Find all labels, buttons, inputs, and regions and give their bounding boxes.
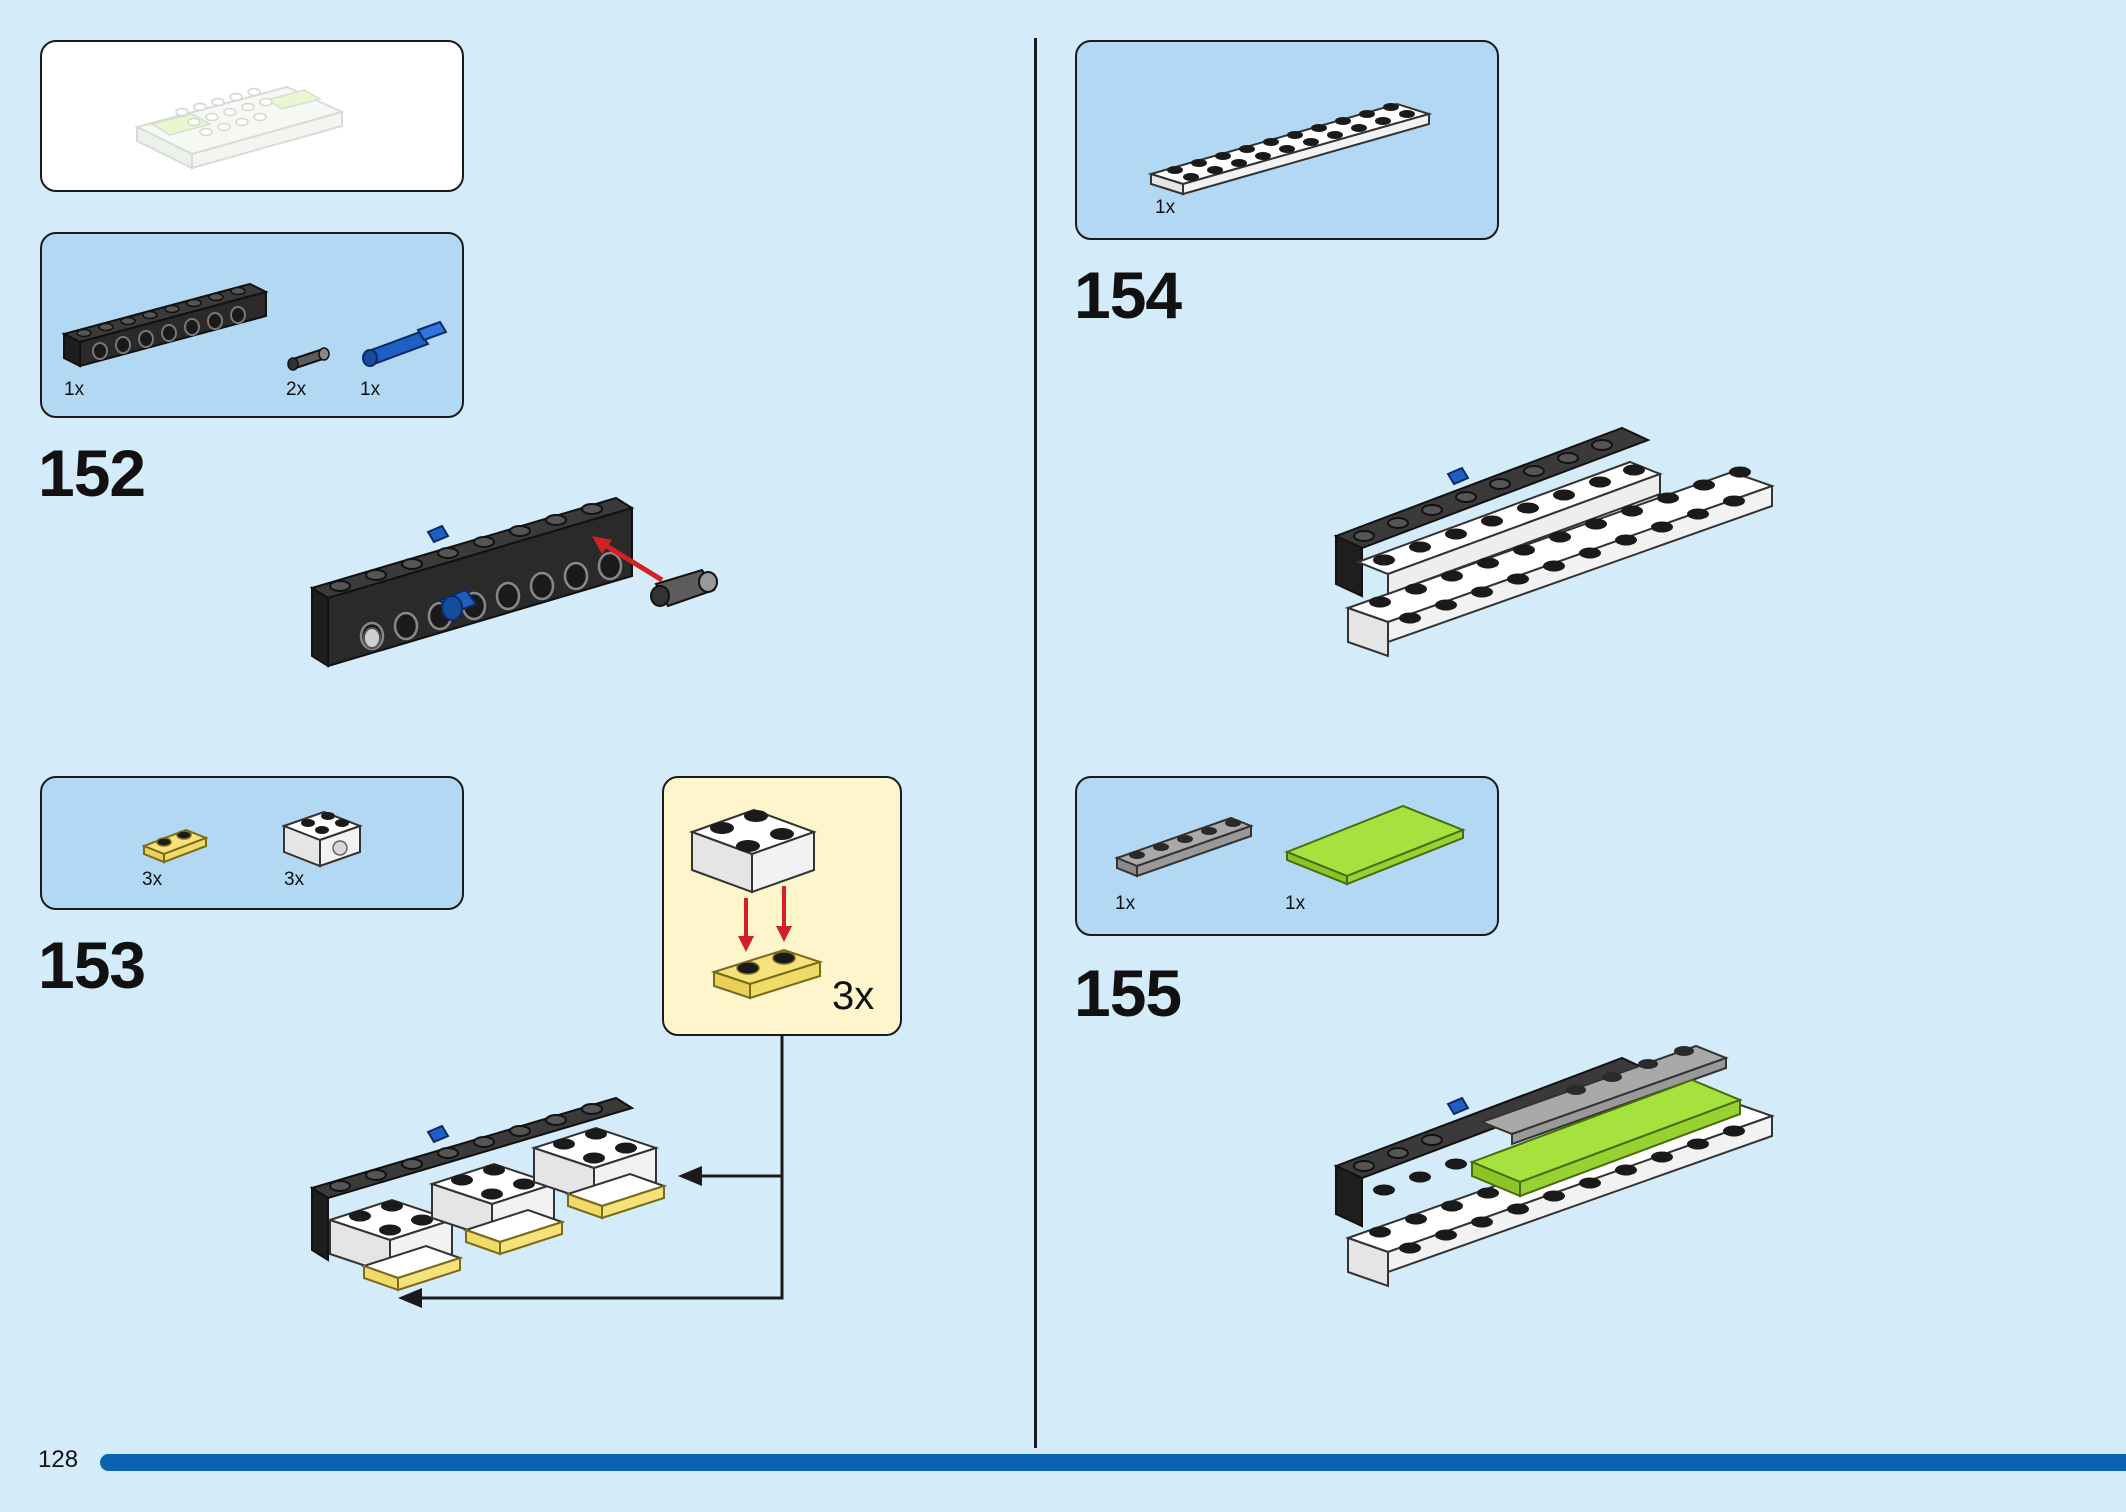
step-number: 152 (38, 436, 146, 510)
footer-progress-bar (100, 1454, 2126, 1471)
part-qty: 1x (1115, 893, 1136, 914)
step-153-assembly-image (309, 1096, 668, 1292)
lime-tile-icon (1284, 804, 1466, 886)
gray-technic-pin-icon (287, 347, 330, 371)
step-152-parts-box: 1x 2x 1x (40, 232, 464, 418)
page-number: 128 (38, 1446, 79, 1473)
step-152-assembly-image (309, 496, 718, 668)
step-153-parts-box: 3x 3x (40, 776, 464, 910)
step-154-parts-box: 1x (1075, 40, 1499, 240)
step-155-parts-box: 1x 1x (1075, 776, 1499, 936)
blue-axle-pin-icon (362, 320, 448, 367)
part-qty: 1x (1285, 893, 1306, 914)
subassembly-preview (40, 40, 464, 192)
part-qty: 1x (360, 379, 381, 400)
part-qty: 3x (142, 869, 163, 890)
callout-connector-lines (398, 1034, 784, 1308)
part-qty: 3x (284, 869, 305, 890)
callout-subassembly-image (689, 808, 824, 1000)
part-qty: 1x (64, 379, 85, 400)
page-divider (1034, 38, 1037, 1448)
yellow-transparent-plate-icon (141, 828, 209, 864)
white-bracket-brick-icon (281, 810, 363, 868)
callout-qty: 3x (832, 974, 875, 1018)
step-number: 154 (1074, 258, 1182, 332)
step-154-assembly-image (1333, 426, 1776, 658)
black-technic-brick-icon (61, 282, 269, 368)
step-155-assembly-image (1333, 1044, 1776, 1288)
step-153-callout: 3x (662, 776, 902, 1036)
subassembly-preview-image (134, 85, 345, 170)
part-qty: 2x (286, 379, 307, 400)
step-number: 155 (1074, 956, 1182, 1030)
part-qty: 1x (1155, 197, 1176, 218)
gray-plate-icon (1114, 816, 1254, 878)
white-long-plate-icon (1147, 102, 1433, 196)
step-number: 153 (38, 928, 146, 1002)
